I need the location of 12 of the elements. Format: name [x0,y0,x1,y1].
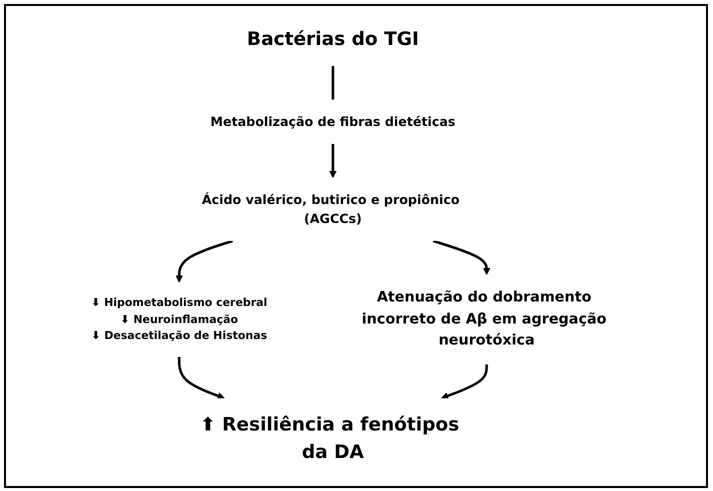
node-text: Bactérias do TGI [246,28,419,50]
arrow [178,356,224,400]
node-text: Metabolização de fibras dietéticas [210,114,456,130]
arrow [328,144,336,178]
node-text: Atenuação do dobramento incorreto de Aβ em agregação neurotóxica [361,289,606,349]
arrow [432,240,490,275]
node-text: Ácido valérico, butirico e propiônico (AGCCs) [202,192,460,226]
arrow [440,364,488,400]
node-text: ⬆ Resiliência a fenótipos da DA [200,414,459,464]
node-text: ⬇ Hipometabolismo cerebral ⬇ Neuroinflamação ⬇ Desacetilação de Histonas [90,296,267,342]
arrow [175,240,233,283]
connector [331,66,334,100]
